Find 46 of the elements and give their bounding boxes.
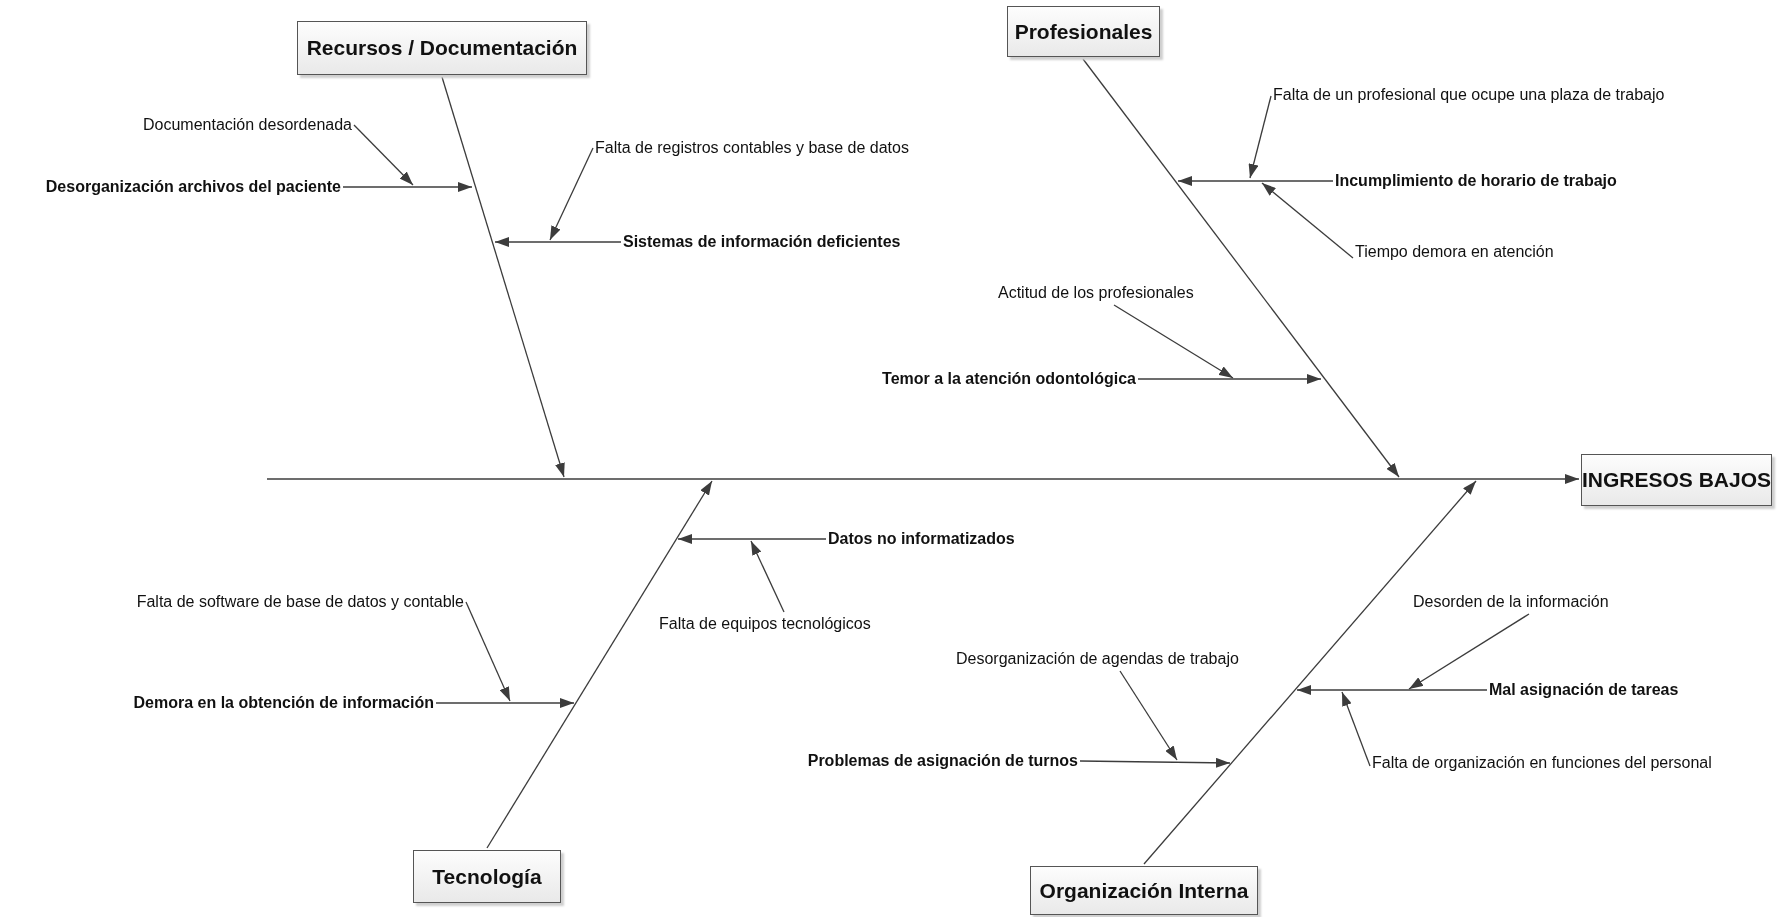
- cause-label: Mal asignación de tareas: [1489, 680, 1679, 700]
- arrow: [342, 182, 473, 192]
- arrow: [1137, 374, 1322, 384]
- sub-cause-label: Falta de registros contables y base de datos: [595, 138, 909, 158]
- arrow: [1113, 304, 1234, 379]
- arrow: [1296, 685, 1488, 695]
- sub-cause-label: Documentación desordenada: [142, 115, 352, 135]
- category-box: Recursos / Documentación: [297, 21, 587, 75]
- cause-label: Incumplimiento de horario de trabajo: [1335, 171, 1617, 191]
- arrow: [1119, 670, 1178, 761]
- arrow: [1177, 176, 1334, 186]
- bone-arrow: [486, 480, 713, 849]
- arrow: [465, 601, 511, 702]
- cause-label: Sistemas de información deficientes: [623, 232, 901, 252]
- category-box: Organización Interna: [1030, 866, 1258, 915]
- arrow: [549, 147, 594, 241]
- bone-arrow: [441, 76, 565, 478]
- arrow: [677, 534, 827, 544]
- effect-box: INGRESOS BAJOS: [1581, 454, 1772, 506]
- category-box: Tecnología: [413, 850, 561, 903]
- cause-label: Datos no informatizados: [828, 529, 1015, 549]
- bone-arrow: [1082, 58, 1400, 478]
- arrow: [1408, 613, 1530, 690]
- sub-cause-label: Desorden de la información: [1413, 592, 1609, 612]
- arrow: [1261, 182, 1354, 259]
- arrow: [1079, 757, 1231, 768]
- sub-cause-label: Falta de equipos tecnológicos: [659, 614, 871, 634]
- sub-cause-label: Falta de organización en funciones del personal: [1372, 753, 1712, 773]
- arrow: [435, 698, 575, 708]
- cause-label: Problemas de asignación de turnos: [807, 751, 1078, 771]
- sub-cause-label: Falta de software de base de datos y contable: [136, 592, 464, 612]
- arrow: [353, 124, 414, 186]
- arrow: [1341, 691, 1371, 767]
- sub-cause-label: Tiempo demora en atención: [1355, 242, 1554, 262]
- sub-cause-label: Desorganización de agendas de trabajo: [956, 649, 1239, 669]
- spine-arrow: [266, 474, 1580, 484]
- bone-arrow: [1143, 480, 1477, 865]
- category-box: Profesionales: [1007, 6, 1160, 57]
- cause-label: Desorganización archivos del paciente: [45, 177, 341, 197]
- sub-cause-label: Actitud de los profesionales: [998, 283, 1194, 303]
- arrow: [494, 237, 622, 247]
- arrow: [750, 540, 785, 613]
- arrow: [1248, 95, 1272, 179]
- cause-label: Demora en la obtención de información: [133, 693, 434, 713]
- cause-label: Temor a la atención odontológica: [882, 369, 1136, 389]
- sub-cause-label: Falta de un profesional que ocupe una plaza de trabajo: [1273, 85, 1665, 105]
